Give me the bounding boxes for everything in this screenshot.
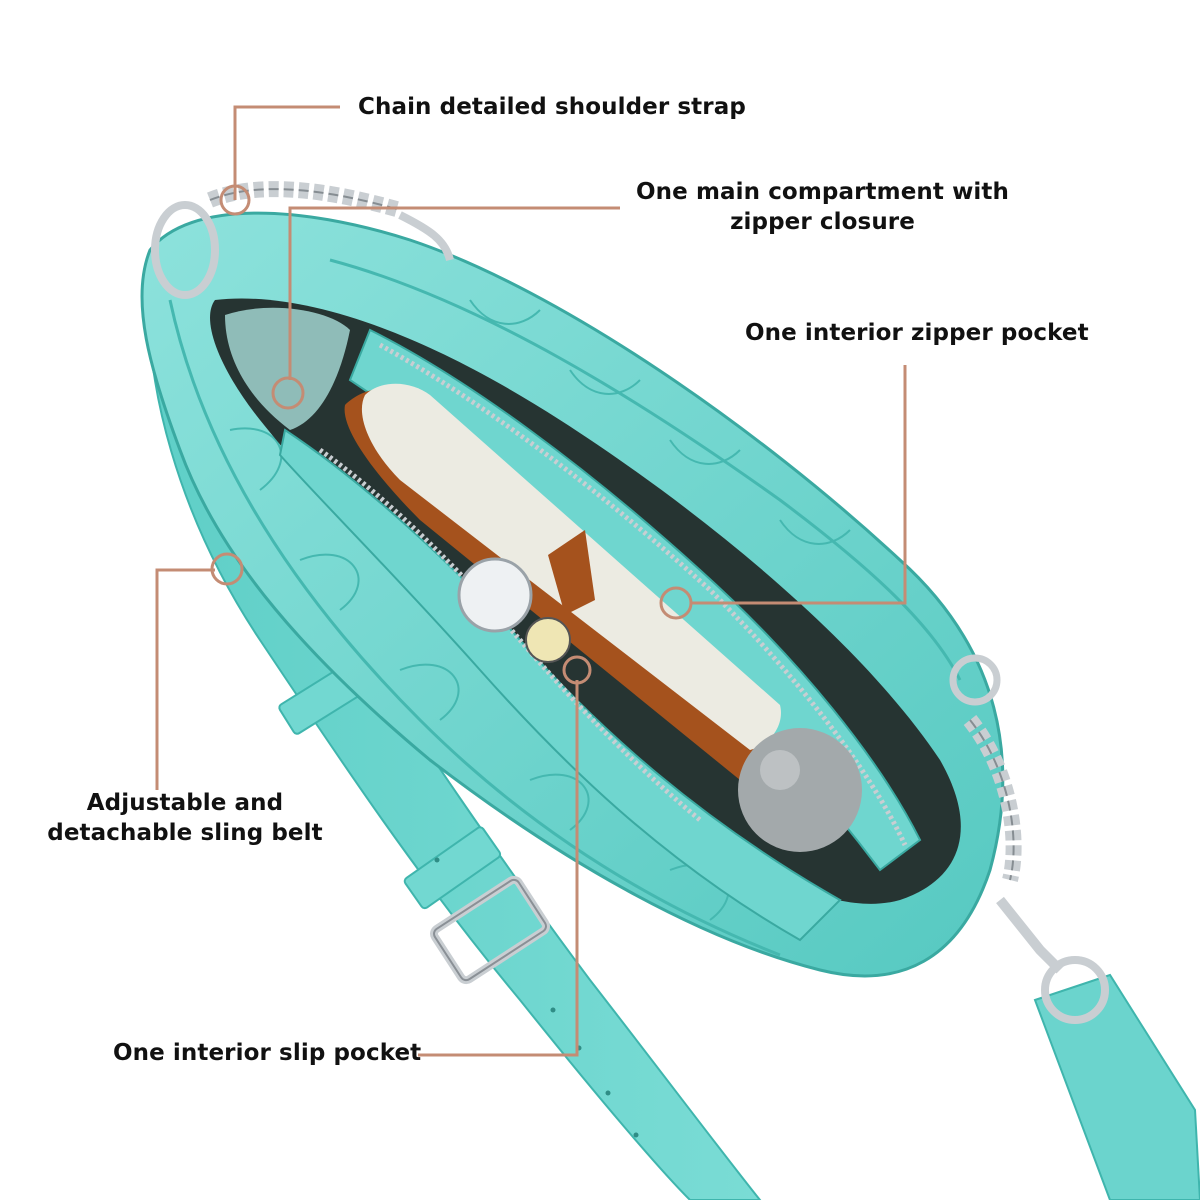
mirror-icon (457, 557, 533, 633)
callout-chain-strap: Chain detailed shoulder strap (358, 92, 746, 122)
chain-strap-left (151, 181, 454, 299)
ball-icon (738, 728, 862, 852)
callout-dot-zipper-pocket (659, 586, 693, 620)
chain-strap-right (949, 654, 1064, 974)
leader-lines (155, 105, 907, 1057)
callout-slip-pocket: One interior slip pocket (113, 1038, 421, 1068)
callout-main-compartment: One main compartment with zipper closure (620, 177, 1025, 237)
callout-zipper-pocket-line-1: One interior zipper pocket (745, 320, 1089, 346)
leader-main-compartment (288, 206, 620, 380)
callout-dot-chain-strap (219, 184, 251, 216)
callout-main-compartment-line-2: zipper closure (730, 209, 915, 235)
callout-chain-strap-line-1: Chain detailed shoulder strap (358, 94, 746, 120)
lip-balm-icon (525, 617, 571, 663)
leader-sling-belt (155, 568, 215, 790)
callout-dot-main-compartment (271, 376, 305, 410)
callout-sling-belt: Adjustable and detachable sling belt (40, 788, 330, 848)
callout-main-compartment-line-1: One main compartment with (636, 179, 1009, 205)
strap-end-right (1033, 956, 1200, 1200)
callout-dot-slip-pocket (562, 655, 592, 685)
callout-sling-belt-line-1: Adjustable and (86, 790, 284, 816)
callout-zipper-pocket: One interior zipper pocket (745, 318, 1089, 348)
leader-chain-strap (233, 105, 340, 200)
callout-dots (210, 184, 693, 685)
callout-slip-pocket-line-1: One interior slip pocket (113, 1040, 422, 1066)
leader-zipper-pocket (690, 365, 907, 605)
callout-dot-sling-belt (210, 552, 244, 586)
leader-slip-pocket (418, 680, 579, 1057)
book-icon (344, 383, 781, 780)
buckle-icon (430, 875, 550, 985)
callout-sling-belt-line-2: detachable sling belt (47, 820, 323, 846)
